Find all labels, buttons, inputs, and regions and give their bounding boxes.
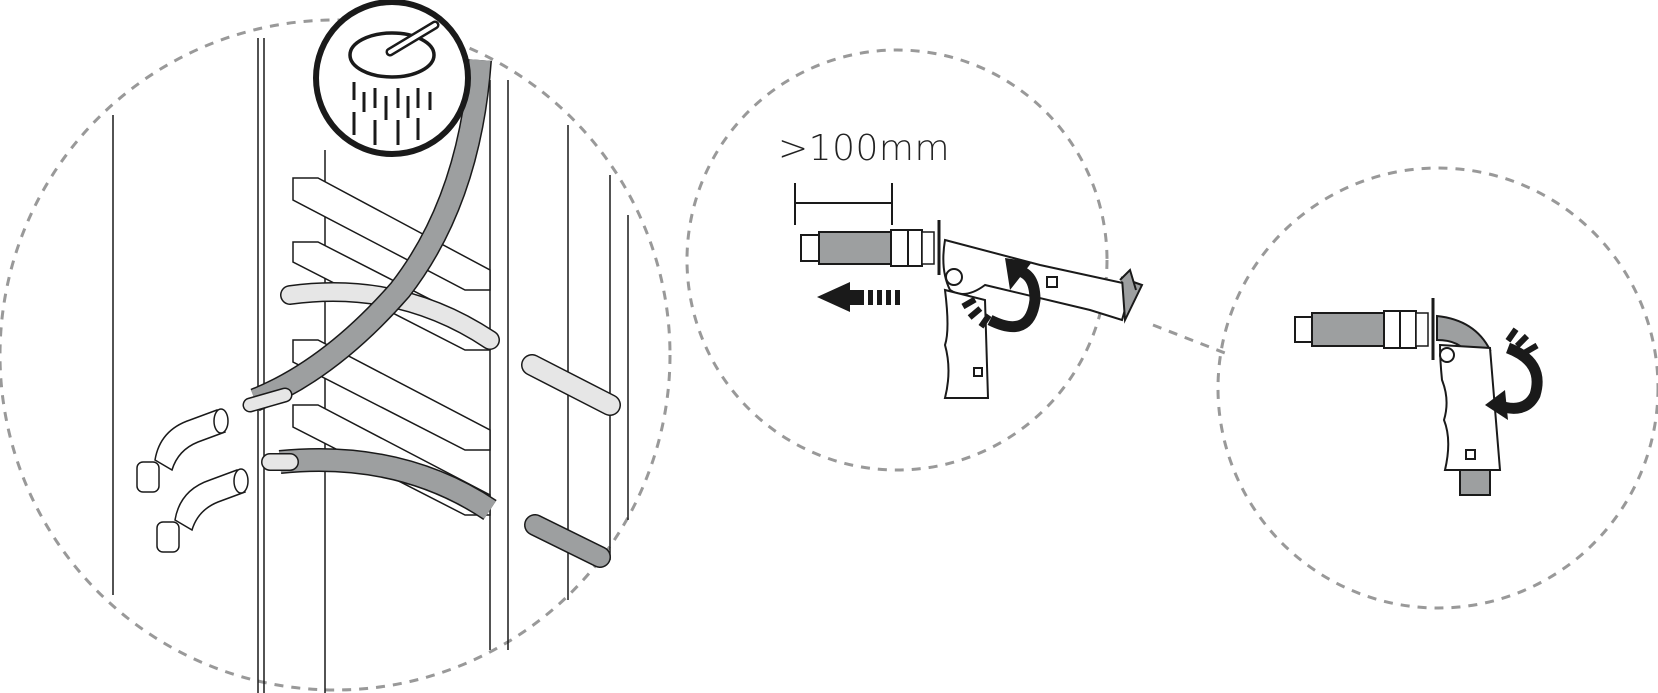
dimension-bracket: [794, 183, 893, 225]
dimension-label: >100mm: [778, 128, 951, 169]
panel-2-detail: [685, 48, 1231, 472]
panel-1-detail: [0, 0, 672, 693]
deburr-inset-icon: [313, 0, 471, 157]
pull-arrow-icon: [817, 282, 900, 312]
panel-3-detail: [1216, 166, 1658, 610]
elbow-fitting-icon: [136, 408, 249, 553]
